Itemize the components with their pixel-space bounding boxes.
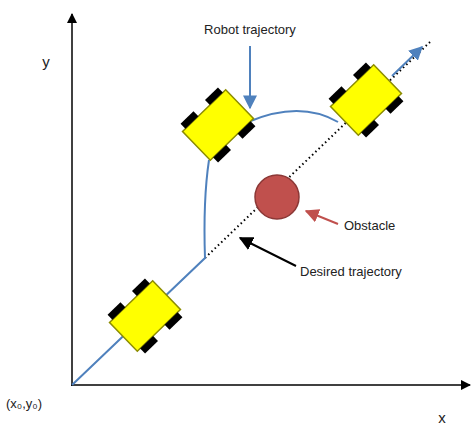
robot-trajectory-line xyxy=(392,47,422,76)
callout-label: Desired trajectory xyxy=(300,264,402,280)
callout-label: Robot trajectory xyxy=(204,22,296,38)
robot-trajectory-line xyxy=(72,160,209,385)
robot-trajectory-line xyxy=(248,111,338,122)
desired-trajectory-line xyxy=(205,42,430,258)
axis-label: y xyxy=(42,53,50,71)
leader-arrow xyxy=(306,211,338,224)
robot-symbol xyxy=(105,276,186,357)
robot-symbol xyxy=(326,60,407,141)
leader-arrow xyxy=(240,238,296,266)
obstacle-circle xyxy=(255,175,299,219)
leader-arrow xyxy=(249,46,251,108)
y-axis xyxy=(71,14,73,386)
x-axis xyxy=(71,384,470,386)
origin-label: (x₀,y₀) xyxy=(6,396,42,412)
callout-label: Obstacle xyxy=(344,218,395,234)
axis-label: x xyxy=(438,409,446,427)
robot-symbol xyxy=(178,85,259,166)
